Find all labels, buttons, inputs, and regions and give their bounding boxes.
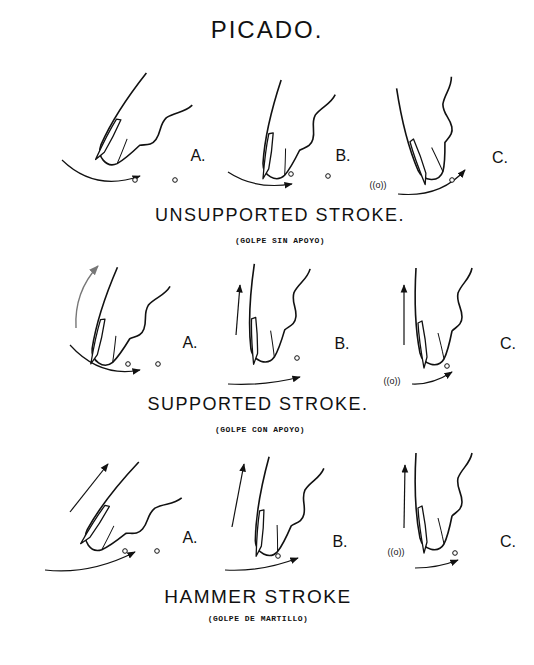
panel-letter: C. — [500, 533, 516, 551]
finger-drawing — [415, 268, 472, 368]
string-dot — [276, 554, 281, 559]
lift-arrow — [76, 266, 98, 328]
motion-arrow — [45, 552, 135, 571]
motion-arrow — [228, 377, 300, 384]
spanish-caption: (GOLPE CON APOYO) — [215, 426, 305, 435]
diagram-title: PICADO. — [211, 17, 324, 43]
finger-drawing — [248, 457, 324, 567]
string-dot — [123, 549, 128, 554]
vibration-mark: ((o)) — [369, 181, 388, 191]
panel-letter: C. — [500, 335, 516, 353]
lift-arrow — [403, 285, 404, 345]
spanish-caption: (GOLPE SIN APOYO) — [235, 237, 325, 246]
string-dot — [450, 178, 455, 183]
finger-drawing — [88, 73, 192, 187]
finger-drawing — [254, 80, 335, 191]
string-dot — [155, 549, 160, 554]
finger-drawing — [245, 264, 310, 369]
lift-arrow — [236, 285, 240, 335]
finger-drawing — [396, 77, 472, 187]
vibration-mark: ((o)) — [383, 377, 402, 387]
lift-arrow — [232, 464, 244, 527]
motion-arrow — [412, 372, 452, 384]
panel-letter: A. — [182, 334, 197, 352]
panel-letter: C. — [492, 149, 508, 167]
string-dot — [156, 362, 161, 367]
string-dot — [173, 178, 178, 183]
lift-arrow — [404, 465, 405, 528]
motion-arrow — [225, 558, 298, 570]
panel-letter: A. — [190, 147, 205, 165]
motion-arrow — [70, 345, 140, 372]
panel-letter: B. — [335, 147, 350, 165]
motion-arrow — [398, 170, 465, 195]
stroke-caption: HAMMER STROKE — [164, 587, 351, 608]
panel-letter: B. — [332, 533, 347, 551]
panel-letter: A. — [182, 529, 197, 547]
spanish-caption: (GOLPE DE MARTILLO) — [208, 615, 309, 624]
string-dot — [326, 174, 331, 179]
string-dot — [133, 178, 138, 183]
stroke-caption: UNSUPPORTED STROKE. — [155, 206, 405, 226]
stroke-caption: SUPPORTED STROKE. — [147, 395, 368, 415]
string-dot — [295, 356, 300, 361]
panel-letter: B. — [334, 335, 349, 353]
finger-drawing — [415, 453, 472, 553]
string-dot — [445, 364, 450, 369]
string-dot — [289, 172, 294, 177]
vibration-mark: ((o)) — [387, 548, 406, 558]
motion-arrow — [62, 160, 140, 181]
motion-arrow — [228, 172, 292, 186]
motion-arrow — [415, 560, 458, 568]
lift-arrow — [70, 464, 108, 512]
string-dot — [126, 362, 131, 367]
finger-drawing — [74, 461, 182, 574]
finger-drawing — [83, 267, 171, 380]
string-dot — [453, 551, 458, 556]
